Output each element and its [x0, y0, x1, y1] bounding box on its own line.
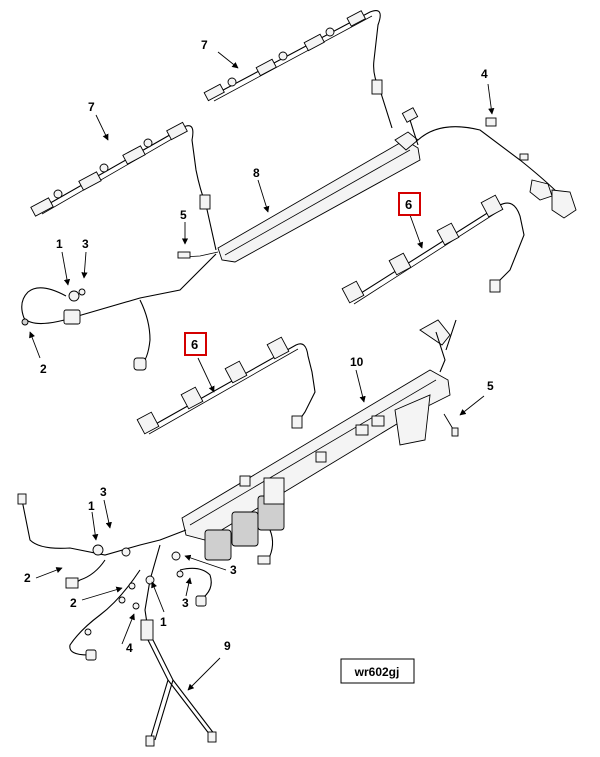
callout-3-bottom: 3: [182, 596, 189, 610]
callout-8: 8: [253, 166, 260, 180]
callout-leaders: [29, 51, 495, 691]
y-cable: [145, 639, 217, 747]
callout-2-lower-left: 2: [24, 571, 31, 585]
injector-harness-middle-upper: [341, 194, 525, 305]
callout-9: 9: [224, 639, 231, 653]
callout-labels: 7 7 4 8 5 1 3 2 10 5 3 1 2 3 2 3 1 4 9: [24, 38, 494, 655]
highlighted-callout-6-upper[interactable]: 6: [398, 192, 421, 216]
harness-connector-block: [204, 415, 385, 561]
callout-5-right: 5: [487, 379, 494, 393]
callout-3-lower-right: 3: [230, 563, 237, 577]
reference-code: wr602gj: [354, 665, 400, 679]
callout-7-left: 7: [88, 100, 95, 114]
injector-connector: [203, 10, 367, 102]
injector-harness-upper: [203, 10, 393, 129]
callout-1-lower: 1: [88, 499, 95, 513]
callout-10: 10: [350, 355, 364, 369]
inline-connector: [371, 79, 383, 95]
inline-connector: [199, 194, 211, 210]
callout-4-lower: 4: [126, 641, 133, 655]
callout-1-upper: 1: [56, 237, 63, 251]
callout-1-bottom: 1: [160, 615, 167, 629]
callout-5-upper: 5: [180, 208, 187, 222]
highlight-box: [184, 332, 207, 356]
highlight-box: [398, 192, 421, 216]
highlighted-callout-6-lower[interactable]: 6: [184, 332, 207, 356]
injector-harness-middle-lower: [136, 336, 316, 435]
callout-3-lower: 3: [100, 485, 107, 499]
reference-code-box: wr602gj: [340, 658, 415, 684]
injector-harness-left: [30, 121, 217, 251]
callout-6-lower: 6: [191, 337, 198, 352]
callout-6-upper: 6: [405, 197, 412, 212]
callout-7-upper: 7: [201, 38, 208, 52]
callout-2-upper: 2: [40, 362, 47, 376]
harness-rail-bracket: [217, 107, 421, 263]
callout-2-lower: 2: [70, 596, 77, 610]
callout-3-upper: 3: [82, 237, 89, 251]
sensor-lead-right: [417, 117, 577, 219]
grommet-item-2: [21, 318, 29, 326]
main-engine-harness: [181, 319, 459, 565]
sensor-loop-upper-left: [21, 251, 219, 371]
callout-4-upper: 4: [481, 67, 488, 81]
